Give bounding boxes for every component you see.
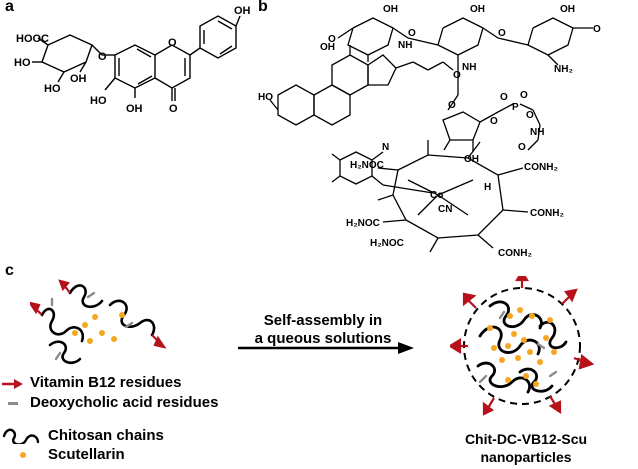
nanoparticle-label-line1: Chit-DC-VB12-Scu — [464, 431, 588, 447]
phosphate-o-label-2: O — [520, 90, 528, 101]
self-assembly-arrow — [238, 342, 414, 354]
arrow-label-line2: a queous solutions — [254, 330, 392, 347]
ho-label-2: HO — [44, 83, 61, 95]
phosphate-o-label-4: O — [526, 110, 534, 121]
link-o-label-2: O — [498, 28, 506, 39]
panel-label-c: c — [5, 262, 14, 279]
legend-vitamin-arrow — [2, 379, 23, 389]
amide-nh-label-2: NH — [462, 62, 476, 73]
h2noc-label-1: H₂NOC — [350, 160, 384, 171]
phosphate-p-label: P — [512, 102, 519, 113]
ring-o-label: O — [168, 37, 177, 49]
polymer-chains-illustration — [30, 279, 167, 365]
scutellarin-dots-left — [72, 312, 125, 344]
conh2-label-1: CONH₂ — [524, 162, 558, 173]
cyanide-label: CN — [438, 204, 452, 215]
ho-label-3: HO — [90, 95, 107, 107]
cholic-ho-label: HO — [258, 92, 273, 103]
amide-nh-label-3: NH — [530, 127, 544, 138]
legend-chitosan-chain-icon — [2, 428, 40, 444]
conjugate-structure: O OH OH OH O O O NH NH NH₂ OH HO O O O O… — [258, 4, 601, 259]
sugar-oh-label: OH — [70, 73, 87, 85]
ho-label-1: HO — [14, 57, 31, 69]
glycoside-o-label: O — [98, 51, 107, 63]
legend-deoxycholic-bar — [8, 402, 18, 405]
legend-vitamin-b12: Vitamin B12 residues — [30, 374, 182, 391]
benzimidazole-n-label: N — [382, 142, 389, 153]
legend-scutellarin-dot — [20, 452, 26, 458]
h2noc-label-3: H₂NOC — [370, 238, 404, 249]
cobalt-label: Co — [430, 190, 443, 201]
nanoparticle-illustration — [450, 276, 595, 416]
conh2-label-2: CONH₂ — [530, 208, 564, 219]
amide-o-label: O — [518, 142, 526, 153]
phosphate-o-label-1: O — [500, 92, 508, 103]
legend-chitosan: Chitosan chains — [48, 427, 164, 444]
sugar3-oh-label: OH — [560, 4, 575, 15]
conh2-label-3: CONH₂ — [498, 248, 532, 259]
nanoparticle-label-line2: nanoparticles — [480, 449, 572, 465]
arrow-label-line1: Self-assembly in — [263, 312, 383, 329]
link-o-label-3: O — [593, 24, 601, 35]
h2noc-label-2: H₂NOC — [346, 218, 380, 229]
methoxy-o-label: O — [328, 34, 336, 45]
panel-label-b: b — [258, 0, 268, 15]
carbonyl-o-label: O — [453, 70, 461, 81]
terminal-nh2-label: NH₂ — [554, 64, 573, 75]
sugar1-oh-label: OH — [383, 4, 398, 15]
link-o-label-1: O — [408, 28, 416, 39]
phosphate-o-label-3: O — [490, 116, 498, 127]
amide-nh-label-1: NH — [398, 40, 412, 51]
ribose-oh-label: OH — [464, 154, 479, 165]
carbamate-o-label: O — [448, 100, 456, 111]
legend-deoxycholic: Deoxycholic acid residues — [30, 394, 219, 411]
ketone-o-label: O — [169, 103, 178, 115]
legend-scutellarin: Scutellarin — [48, 446, 125, 463]
cholic-oh-label: OH — [320, 42, 335, 53]
h-label: H — [484, 182, 491, 193]
scutellarin-dots-nanoparticle — [487, 307, 557, 387]
scutellarin-structure: HOOC HO HO OH O O OH HO OH O — [14, 5, 250, 115]
sugar2-oh-label: OH — [470, 4, 485, 15]
cooh-label: HOOC — [16, 33, 49, 45]
panel-label-a: a — [5, 0, 14, 15]
phenyl-oh-label: OH — [234, 5, 250, 17]
a-ring-oh-label: OH — [126, 103, 143, 115]
